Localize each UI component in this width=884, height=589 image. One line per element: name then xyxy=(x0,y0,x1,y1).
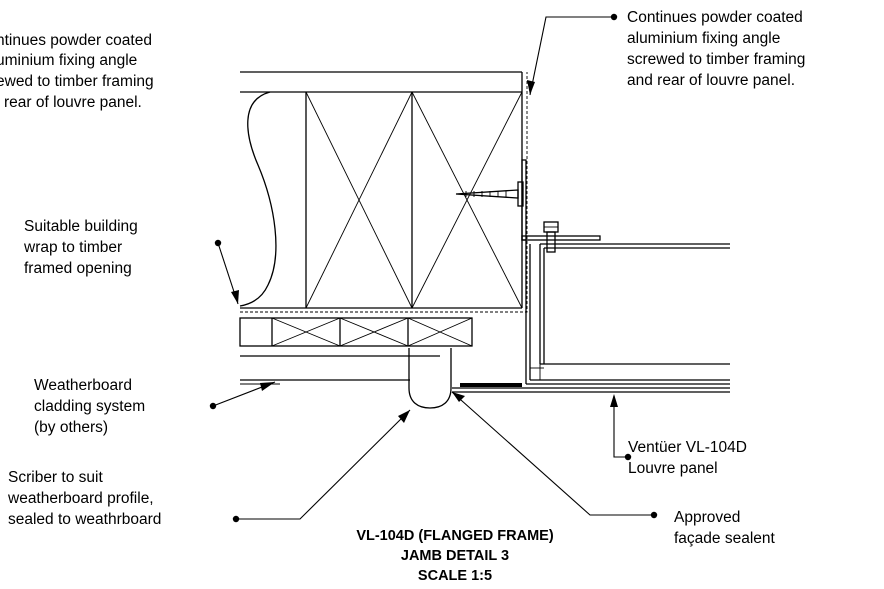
title-line: SCALE 1:5 xyxy=(418,568,492,584)
label-line: weatherboard profile, xyxy=(7,490,154,507)
fixing-angle xyxy=(455,159,601,253)
label-line: (by others) xyxy=(34,419,108,436)
label-line: cladding system xyxy=(34,398,145,415)
label-line: Continues powder coated xyxy=(627,9,803,26)
label-line: Suitable building xyxy=(24,218,138,235)
scriber xyxy=(408,348,452,409)
weatherboard-cladding xyxy=(240,355,440,385)
label-scriber: Scriber to suit weatherboard profile, se… xyxy=(7,469,161,528)
label-building-wrap: Suitable building wrap to timber framed … xyxy=(23,218,138,277)
cavity-battens xyxy=(239,317,473,347)
label-louvre-panel: Ventüer VL-104D Louvre panel xyxy=(628,439,747,477)
label-fixing-angle-right: Continues powder coated aluminium fixing… xyxy=(627,9,805,89)
label-line: ewed to timber framing xyxy=(0,73,154,90)
timber-frame xyxy=(239,71,523,309)
label-line: Scriber to suit xyxy=(8,469,103,486)
title-line: JAMB DETAIL 3 xyxy=(401,548,509,564)
building-wrap xyxy=(240,72,528,313)
label-line: Louvre panel xyxy=(628,460,718,477)
louvre-frame xyxy=(452,240,730,393)
label-line: framed opening xyxy=(24,260,132,277)
label-line: Weatherboard xyxy=(34,377,132,394)
label-fixing-angle-left: ntinues powder coated uminium fixing ang… xyxy=(0,32,154,111)
label-line: and rear of louvre panel. xyxy=(627,72,795,89)
label-line: façade sealent xyxy=(674,530,776,547)
label-weatherboard: Weatherboard cladding system (by others) xyxy=(34,377,145,436)
label-line: uminium fixing angle xyxy=(0,52,137,69)
label-sealant: Approved façade sealent xyxy=(674,509,776,547)
label-line: sealed to weathrboard xyxy=(8,511,161,528)
label-line: aluminium fixing angle xyxy=(627,30,780,47)
label-line: rear of louvre panel. xyxy=(4,94,142,111)
label-line: wrap to timber xyxy=(23,239,122,256)
label-line: Approved xyxy=(674,509,740,526)
title-line: VL-104D (FLANGED FRAME) xyxy=(356,528,554,544)
detail-title: VL-104D (FLANGED FRAME) JAMB DETAIL 3 SC… xyxy=(356,528,554,584)
label-line: screwed to timber framing xyxy=(627,51,805,68)
leader-lines xyxy=(209,13,658,523)
label-line: Ventüer VL-104D xyxy=(628,439,747,456)
label-line: ntinues powder coated xyxy=(0,32,152,49)
